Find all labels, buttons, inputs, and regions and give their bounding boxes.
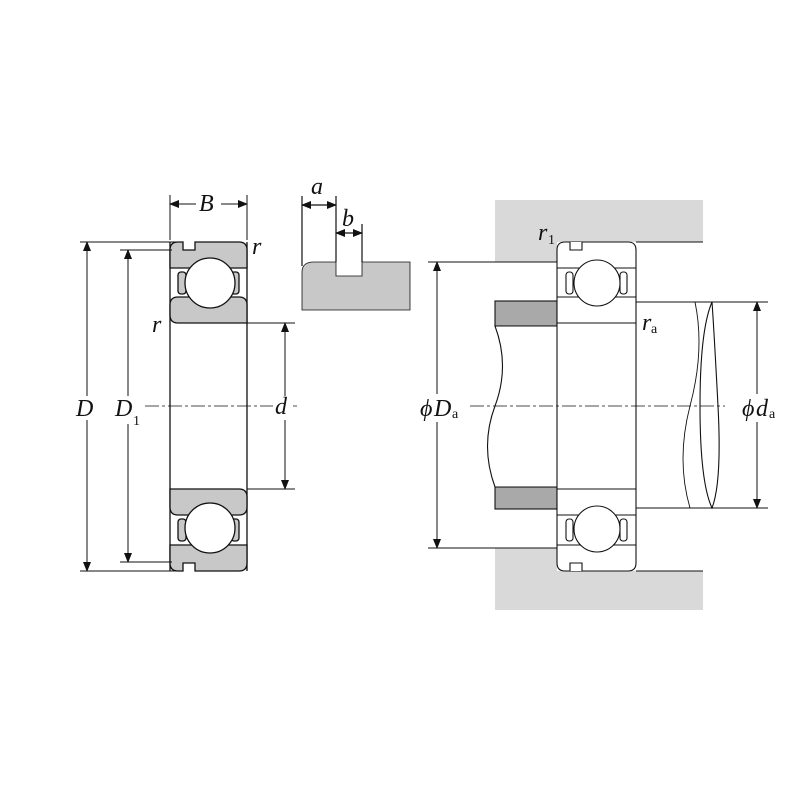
label-a: a bbox=[311, 174, 323, 200]
label-B: B bbox=[199, 191, 214, 217]
shaft-right bbox=[636, 301, 712, 509]
label-r1: r bbox=[538, 220, 548, 246]
shaft-shoulder-top bbox=[494, 300, 558, 327]
outer-ring-bottom bbox=[169, 544, 248, 572]
label-r-mid: r bbox=[152, 312, 162, 338]
shaft-shoulder-bottom bbox=[494, 486, 558, 510]
mounting-drawing bbox=[486, 200, 720, 610]
snap-ring-groove-detail bbox=[301, 196, 411, 311]
label-r-top: r bbox=[252, 234, 262, 260]
label-D: D bbox=[75, 396, 93, 422]
label-da-sub: a bbox=[769, 407, 776, 422]
label-D1-sub: 1 bbox=[133, 414, 140, 429]
ball-top bbox=[184, 257, 236, 309]
label-d: d bbox=[275, 394, 288, 420]
outer-ring-top bbox=[169, 241, 248, 269]
label-D1: D bbox=[114, 396, 132, 422]
label-Da-phi: ϕ bbox=[420, 396, 432, 422]
label-Da: D bbox=[433, 396, 451, 422]
label-Da-sub: a bbox=[452, 407, 459, 422]
label-da-phi: ϕ bbox=[742, 396, 754, 422]
ball-top-mounted bbox=[573, 259, 621, 307]
ball-bottom bbox=[184, 502, 236, 554]
label-b: b bbox=[342, 206, 354, 232]
label-r1-sub: 1 bbox=[548, 233, 555, 248]
ball-bottom-mounted bbox=[573, 505, 621, 553]
shaft-left bbox=[486, 325, 566, 488]
housing-top bbox=[495, 200, 703, 262]
inner-ring-top bbox=[169, 296, 248, 324]
label-ra-sub: a bbox=[651, 322, 658, 337]
bearing-section-left bbox=[169, 241, 248, 572]
label-ra: r bbox=[642, 310, 652, 336]
inner-ring-bottom bbox=[169, 488, 248, 516]
label-da: d bbox=[756, 396, 769, 422]
housing-bottom bbox=[495, 548, 703, 610]
